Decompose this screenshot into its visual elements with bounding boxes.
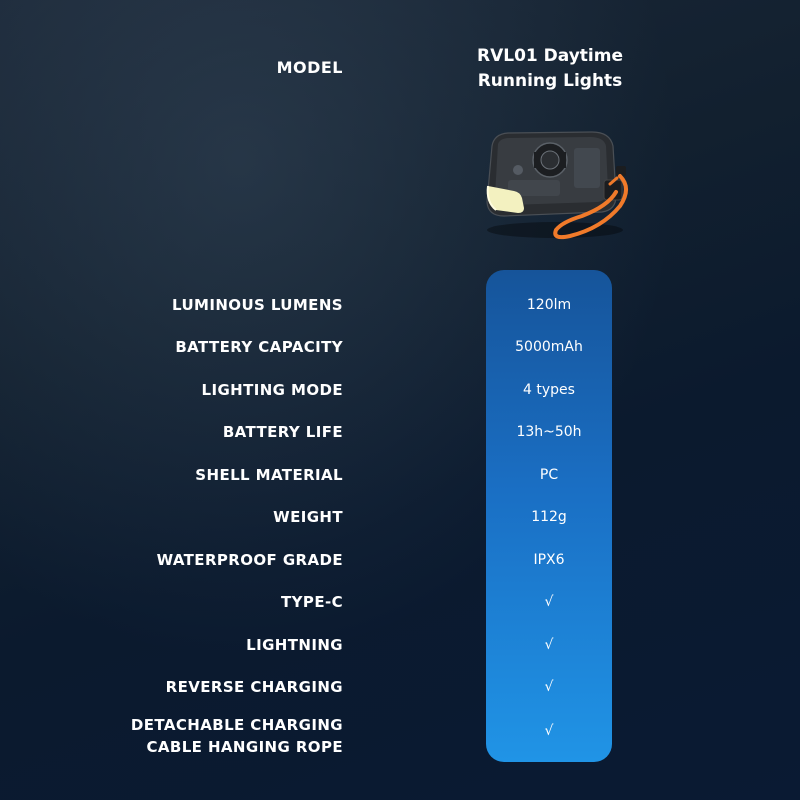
spec-label-line-1: DETACHABLE CHARGING — [130, 716, 343, 734]
model-label: MODEL — [276, 58, 343, 77]
spec-label-weight: WEIGHT — [273, 508, 343, 526]
spec-label-line-2: CABLE HANGING ROPE — [146, 738, 343, 756]
spec-label-waterproof-grade: WATERPROOF GRADE — [156, 551, 343, 569]
spec-value-battery-life: 13h~50h — [516, 424, 582, 440]
product-name: RVL01 Daytime Running Lights — [460, 44, 640, 94]
spec-value-weight: 112g — [531, 509, 567, 525]
product-name-line-2: Running Lights — [477, 71, 623, 91]
spec-value-lighting-mode: 4 types — [523, 382, 575, 398]
values-column-background — [486, 270, 612, 762]
spec-label-lightning: LIGHTNING — [246, 636, 343, 654]
spec-value-type-c: √ — [544, 594, 554, 610]
spec-label-shell-material: SHELL MATERIAL — [195, 466, 343, 484]
spec-label-reverse-charging: REVERSE CHARGING — [165, 678, 343, 696]
spec-label-luminous-lumens: LUMINOUS LUMENS — [172, 296, 343, 314]
spec-label-type-c: TYPE-C — [281, 593, 343, 611]
product-name-line-1: RVL01 Daytime — [477, 46, 623, 66]
spec-value-reverse-charging: √ — [544, 679, 554, 695]
spec-value-battery-capacity: 5000mAh — [515, 339, 583, 355]
spec-label-battery-life: BATTERY LIFE — [222, 423, 343, 441]
spec-value-lightning: √ — [544, 637, 554, 653]
spec-label-battery-capacity: BATTERY CAPACITY — [175, 338, 343, 356]
spec-value-waterproof-grade: IPX6 — [533, 552, 565, 568]
spec-value-shell-material: PC — [539, 467, 559, 483]
spec-value-luminous-lumens: 120lm — [526, 297, 572, 313]
spec-value-detachable-charging-cable: √ — [544, 723, 554, 739]
bike-light-with-strap-icon — [486, 131, 628, 240]
spec-label-detachable-charging-cable: DETACHABLE CHARGING CABLE HANGING ROPE — [100, 714, 343, 758]
spec-label-lighting-mode: LIGHTING MODE — [201, 381, 343, 399]
